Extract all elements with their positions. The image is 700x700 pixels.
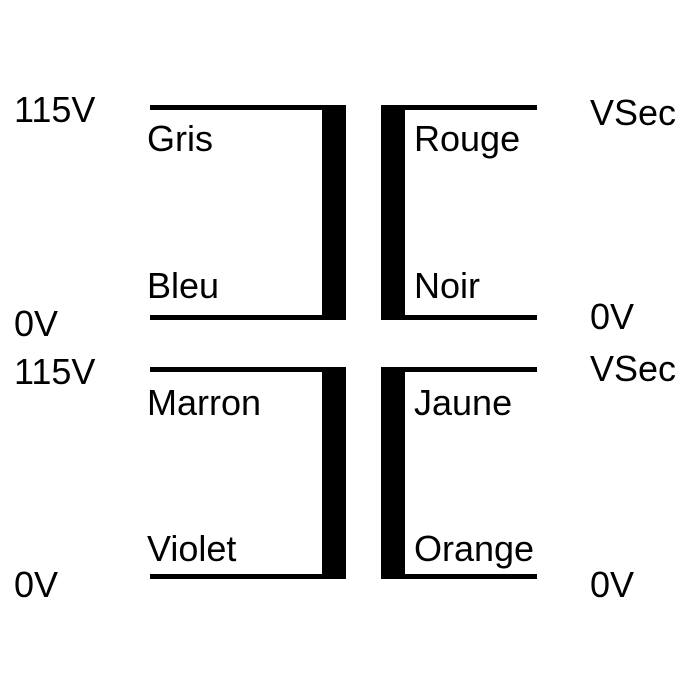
- t1-secondary-bottom-voltage: 0V: [590, 296, 635, 337]
- t2-primary-top-wire-label: Marron: [147, 382, 262, 423]
- t1-primary-bottom-voltage: 0V: [14, 303, 59, 344]
- t2-secondary-winding-bar: [381, 367, 405, 579]
- t1-primary-bottom-lead: [150, 315, 346, 320]
- t1-primary-top-voltage: 115V: [14, 89, 96, 130]
- t1-secondary-top-wire-label: Rouge: [414, 118, 521, 159]
- t2-primary-bottom-lead: [150, 574, 346, 579]
- t2-primary-winding-bar: [322, 367, 346, 579]
- t1-secondary-top-lead: [381, 105, 537, 110]
- t1-secondary-top-voltage: VSec: [590, 92, 677, 133]
- t2-secondary-bottom-lead: [381, 574, 537, 579]
- t2-primary-top-voltage: 115V: [14, 351, 96, 392]
- t2-secondary-top-lead: [381, 367, 537, 372]
- t2-primary-bottom-wire-label: Violet: [147, 528, 237, 569]
- t2-secondary-bottom-wire-label: Orange: [414, 528, 535, 569]
- t1-primary-bottom-wire-label: Bleu: [147, 265, 220, 306]
- t2-secondary-top-voltage: VSec: [590, 348, 677, 389]
- t1-secondary-bottom-lead: [381, 315, 537, 320]
- t1-secondary-bottom-wire-label: Noir: [414, 265, 481, 306]
- t1-primary-winding-bar: [322, 105, 346, 320]
- t1-secondary-winding-bar: [381, 105, 405, 320]
- t2-primary-top-lead: [150, 367, 346, 372]
- t1-primary-top-lead: [150, 105, 346, 110]
- t2-secondary-bottom-voltage: 0V: [590, 564, 635, 605]
- t2-primary-bottom-voltage: 0V: [14, 564, 59, 605]
- t2-secondary-top-wire-label: Jaune: [414, 382, 513, 423]
- t1-primary-top-wire-label: Gris: [147, 118, 213, 159]
